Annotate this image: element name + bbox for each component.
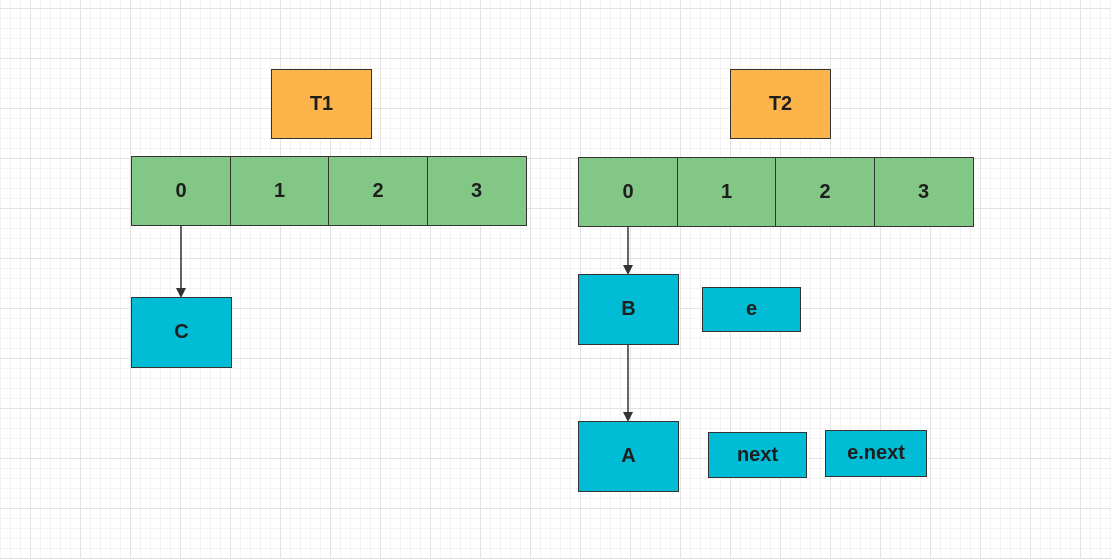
table-t2-bucket-2: 2 — [775, 157, 875, 227]
table-t1-bucket-3: 3 — [426, 156, 527, 226]
table-t2-bucket-1: 1 — [676, 157, 777, 227]
table-t1-label-text: T1 — [309, 92, 334, 115]
table-t2-bucket-3: 3 — [873, 157, 974, 227]
table-t2-label: T2 — [730, 69, 831, 139]
table-t1-bucket-2: 2 — [328, 156, 428, 226]
table-t2-label-text: T2 — [768, 92, 793, 115]
node-b-label: B — [621, 298, 636, 320]
pointer-e-next: e.next — [825, 430, 927, 477]
table-t2-bucket-0: 0 — [578, 157, 678, 227]
node-a-label: A — [621, 445, 636, 467]
node-c-label: C — [174, 321, 189, 343]
node-a: A — [578, 421, 679, 492]
table-t1-bucket-array: 0 1 2 3 — [131, 156, 527, 226]
pointer-e-next-label: e.next — [847, 442, 905, 464]
table-t1-label: T1 — [271, 69, 372, 139]
node-b: B — [578, 274, 679, 345]
table-t2-bucket-array: 0 1 2 3 — [578, 157, 974, 227]
pointer-next-label: next — [736, 443, 779, 466]
pointer-next: next — [708, 432, 807, 478]
node-c: C — [131, 297, 232, 368]
table-t1-bucket-1: 1 — [229, 156, 330, 226]
pointer-e: e — [702, 287, 801, 332]
table-t1-bucket-0: 0 — [131, 156, 231, 226]
pointer-e-label: e — [745, 298, 758, 320]
